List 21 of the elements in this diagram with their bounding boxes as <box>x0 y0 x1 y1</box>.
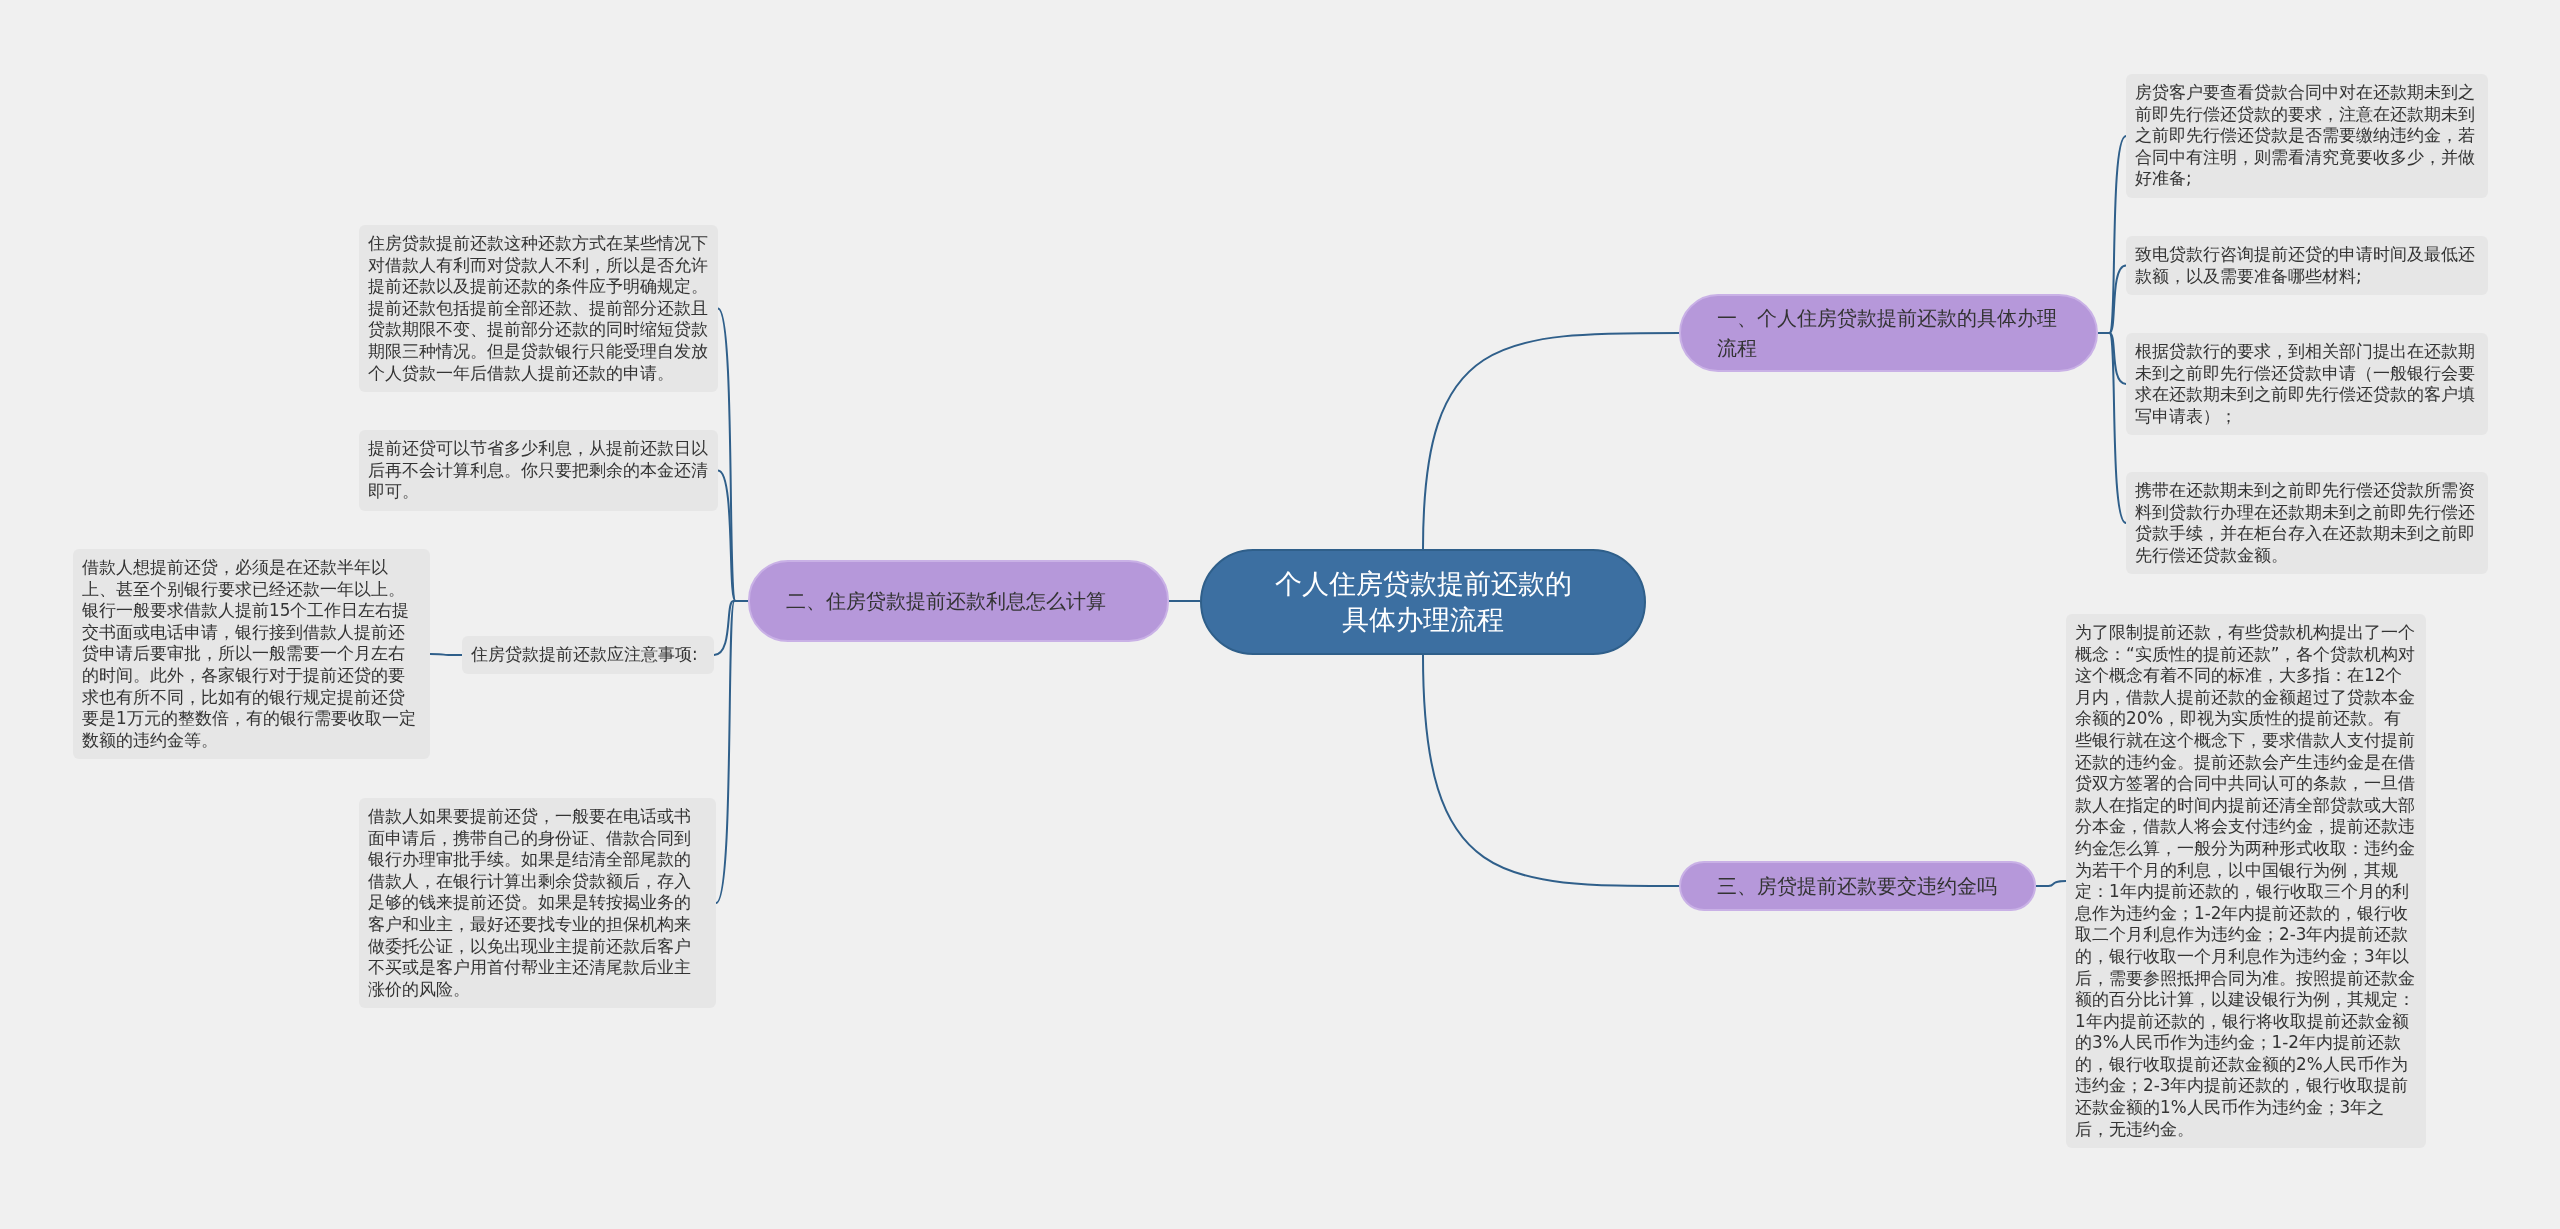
leaf-topic: 提前还贷可以节省多少利息，从提前还款日以后再不会计算利息。你只要把剩余的本金还清即可。 <box>359 430 718 511</box>
branch-topic: 二、住房贷款提前还款利息怎么计算 <box>748 560 1169 642</box>
leaf-topic: 住房贷款提前还款应注意事项: <box>462 636 714 674</box>
leaf-topic: 为了限制提前还款，有些贷款机构提出了一个概念：“实质性的提前还款”，各个贷款机构对这个概念有着不同的标准，大多指：在12个月内，借款人提前还款的金额超过了贷款本金余额的20%，即视为实质性的提前还款。有些银行就在这个概念下，要求借款人支付提前还款的违约金。提前还款会产生违约金是在借贷双方签署的合同中共同认可的条款，一旦借款人在指定的时间内提前还清全部贷款或大部分本金，借款人将会支付违约金，提前还款违约金怎么算，一般分为两种形式收取：违约金为若干个月的利息，以中国银行为例，其规定：1年内提前还款的，银行收取三个月的利息作为违约金；1-2年内提前还款的，银行收取二个月利息作为违约金；2-3年内提前还款的，银行收取一个月利息作为违约金；3年以后，需要参照抵押合同为准。按照提前还款金额的百分比计算，以建设银行为例，其规定：1年内提前还款的，银行将收取提前还款金额的3%人民币作为违约金；1-2年内提前还款的，银行收取提前还款金额的2%人民币作为违约金；2-3年内提前还款的，银行收取提前还款金额的1%人民币作为违约金；3年之后，无违约金。 <box>2066 614 2426 1149</box>
connector-line <box>715 600 749 904</box>
branch-topic: 三、房贷提前还款要交违约金吗 <box>1679 861 2036 911</box>
leaf-topic: 根据贷款行的要求，到相关部门提出在还款期未到之前即先行偿还贷款申请（一般银行会要求在还款期未到之前即先行偿还贷款的客户填写申请表）； <box>2126 333 2488 436</box>
leaf-topic: 借款人想提前还贷，必须是在还款半年以上、甚至个别银行要求已经还款一年以上。银行一般要求借款人提前15个工作日左右提交书面或电话申请，银行接到借款人提前还贷申请后要审批，所以一般需要一个月左右的时间。此外，各家银行对于提前还贷的要求也有所不同，比如有的银行规定提前还贷要是1万元的整数倍，有的银行需要收取一定数额的违约金等。 <box>73 549 430 760</box>
central-topic: 个人住房贷款提前还款的具体办理流程 <box>1200 549 1646 655</box>
connector-line <box>1168 600 1201 602</box>
leaf-topic: 借款人如果要提前还贷，一般要在电话或书面申请后，携带自己的身份证、借款合同到银行办理审批手续。如果是结清全部尾款的借款人，在银行计算出剩余贷款额后，存入足够的钱来提前还贷。如果是转按揭业务的客户和业主，最好还要找专业的担保机构来做委托公证，以免出现业主提前还款后客户不买或是客户用首付帮业主还清尾款后业主涨价的风险。 <box>359 798 716 1009</box>
leaf-topic: 房贷客户要查看贷款合同中对在还款期未到之前即先行偿还贷款的要求，注意在还款期未到之前即先行偿还贷款是否需要缴纳违约金，若合同中有注明，则需看清究竟要收多少，并做好准备; <box>2126 74 2488 198</box>
connector-line <box>429 653 463 656</box>
leaf-topic: 致电贷款行咨询提前还贷的申请时间及最低还款额，以及需要准备哪些材料; <box>2126 236 2488 296</box>
branch-topic: 一、个人住房贷款提前还款的具体办理流程 <box>1679 294 2098 372</box>
leaf-topic: 携带在还款期未到之前即先行偿还贷款所需资料到贷款行办理在还款期未到之前即先行偿还贷款手续，并在柜台存入在还款期未到之前即先行偿还贷款金额。 <box>2126 472 2488 575</box>
leaf-topic: 住房贷款提前还款这种还款方式在某些情况下对借款人有利而对贷款人不利，所以是否允许提前还款以及提前还款的条件应予明确规定。提前还款包括提前全部还款、提前部分还款且贷款期限不变、提前部分还款的同时缩短贷款期限三种情况。但是贷款银行只能受理自发放个人贷款一年后借款人提前还款的申请。 <box>359 225 718 393</box>
connector-line <box>1422 332 1680 550</box>
connector-line <box>1422 654 1680 887</box>
connector-line <box>2035 880 2067 887</box>
connector-line <box>2097 332 2127 524</box>
